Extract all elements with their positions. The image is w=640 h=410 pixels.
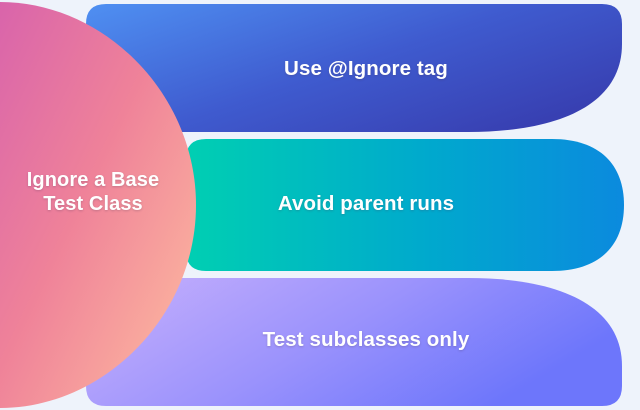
hub-shape[interactable] [0,2,196,408]
branch-shape-0[interactable] [86,4,622,132]
branch-shape-2[interactable] [86,278,622,406]
branch-shape-1[interactable] [186,139,624,271]
